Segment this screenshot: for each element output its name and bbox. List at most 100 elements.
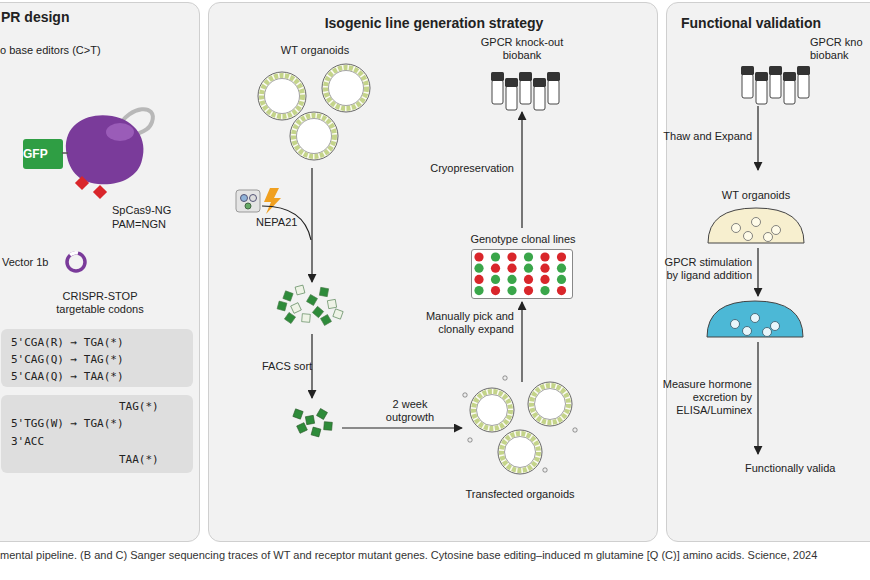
organoid	[290, 112, 338, 160]
plate-well	[557, 286, 566, 295]
step-label: GPCR stimulation by ligand addition	[660, 256, 752, 282]
step-label: Cryopreservation	[410, 162, 514, 175]
organoid-dot	[731, 320, 740, 329]
plate-well	[557, 264, 566, 273]
plate-well	[507, 275, 516, 284]
organoid	[470, 388, 514, 432]
organoid-lumen	[505, 437, 536, 468]
cryo-vial	[742, 74, 753, 98]
organoid-dot	[764, 233, 773, 242]
organoid-dot	[743, 327, 752, 336]
step-label: GPCR knock-out biobank	[472, 36, 572, 62]
organoid-epithelium	[474, 392, 511, 429]
organoid	[322, 64, 370, 112]
organoid-dot	[771, 322, 780, 331]
plate-well	[491, 252, 500, 261]
node-text: 5'CAG(Q) → TAG(*)	[11, 353, 124, 366]
vial-cap	[755, 72, 768, 81]
linker-loop	[118, 109, 153, 140]
plate-well	[540, 264, 549, 273]
single-cell	[312, 306, 323, 317]
step-label: Manually pick and clonally expand	[418, 310, 514, 336]
cas9-protein	[66, 115, 144, 184]
plate-well	[474, 264, 483, 273]
single-cell	[295, 285, 305, 295]
organoid	[258, 72, 306, 120]
node-text: TAG(*)	[119, 400, 159, 413]
plate-well	[540, 286, 549, 295]
step-label: Measure hormone excretion by ELISA/Lumin…	[660, 378, 752, 417]
fusion-linker	[62, 152, 68, 154]
dish-outline	[706, 206, 806, 244]
step-label: SpCas9-NG	[112, 204, 171, 217]
cell-icon	[245, 203, 251, 209]
cas9-lobe	[106, 123, 134, 141]
flow-arrow	[757, 106, 758, 170]
organoid-dot	[732, 224, 741, 233]
plate-well	[474, 286, 483, 295]
vial-cap	[533, 78, 546, 87]
panel-heading: Isogenic line generation strategy	[209, 15, 659, 31]
cuvette-icon	[236, 190, 260, 212]
plate-well	[524, 264, 533, 273]
organoid-lumen	[265, 79, 300, 114]
cryo-vial	[548, 80, 559, 104]
organoid-dot	[744, 232, 753, 241]
step-label: Functionally valida	[745, 462, 836, 475]
single-cell	[291, 303, 302, 314]
organoid	[498, 430, 542, 474]
step-label: o base editors (C>T)	[0, 44, 101, 57]
plate-well	[557, 275, 566, 284]
plate-well	[524, 286, 533, 295]
step-label: Transfected organoids	[460, 488, 580, 501]
electric-pulse	[264, 188, 281, 214]
node-text: 5'TGG(W) → TGA(*)	[11, 417, 124, 430]
cryo-vial	[506, 86, 517, 110]
node-text: TAA(*)	[119, 453, 159, 466]
cryo-vial	[784, 80, 795, 104]
well-plate: Genotype clonal lines	[471, 249, 573, 299]
plate-well	[507, 264, 516, 273]
vial-cap	[797, 66, 810, 75]
dish-shape	[708, 208, 804, 243]
sorted-cell	[305, 415, 314, 424]
step-label: 2 week outgrowth	[375, 398, 445, 424]
cell-debris	[573, 428, 577, 432]
single-cell	[321, 315, 332, 326]
vial-cap	[547, 72, 560, 81]
single-cell	[277, 301, 287, 311]
plate-well	[474, 275, 483, 284]
plate-well	[540, 275, 549, 284]
vial-cap	[505, 78, 518, 87]
cell-debris	[463, 393, 467, 397]
vial-cap	[741, 66, 754, 75]
step-label: GPCR kno biobank	[810, 36, 868, 62]
vial-cap	[769, 66, 782, 75]
plate-well	[524, 275, 533, 284]
flow-arrow	[757, 342, 758, 454]
sorted-cell	[311, 427, 321, 437]
plate-well	[491, 286, 500, 295]
organoid-lumen	[477, 395, 508, 426]
cryo-vial	[534, 86, 545, 110]
cell-debris	[543, 468, 547, 472]
deaminase-domain	[75, 176, 89, 190]
panel-band: GFP5'CGA(R) → TGA(*)5'CAG(Q) → TAG(*)5'C…	[0, 2, 200, 542]
plate-well	[557, 252, 566, 261]
culture-dish: WT organoids	[706, 206, 806, 244]
plasmid-icon	[250, 195, 257, 202]
organoid-lumen	[535, 389, 566, 420]
sorted-cell	[293, 409, 303, 419]
plasmid-vector	[67, 253, 85, 271]
organoid-epithelium	[502, 434, 539, 471]
step-label: Thaw and Expand	[660, 130, 752, 143]
plasmid-insert	[70, 253, 78, 255]
cell-debris	[468, 438, 472, 442]
plate-well	[491, 264, 500, 273]
step-label: NEPA21	[256, 216, 297, 229]
single-cell	[327, 299, 336, 308]
node-text: Genotype clonal lines	[447, 233, 599, 246]
node-text: 5'CAA(Q) → TAA(*)	[11, 370, 124, 383]
organoid-lumen	[329, 71, 364, 106]
